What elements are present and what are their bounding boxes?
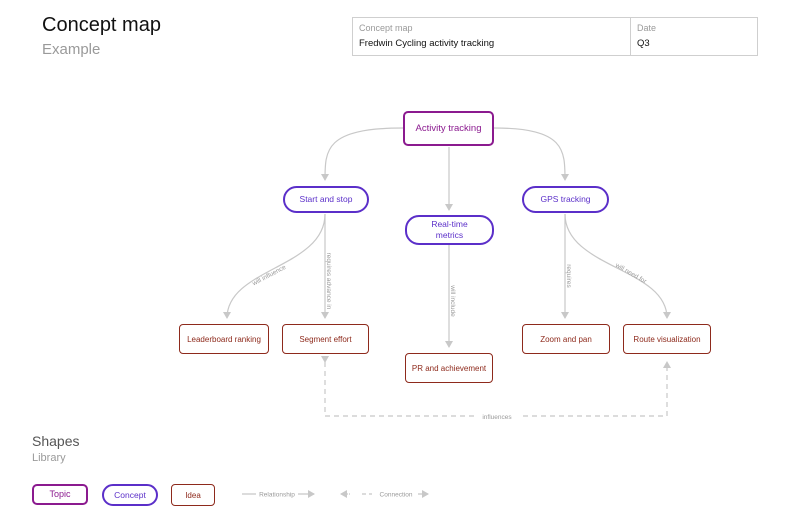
info-cell-concept-map[interactable]: Concept map Fredwin Cycling activity tra… [353, 18, 631, 55]
edge-label-will-need-for: will need for [613, 261, 648, 285]
node-activity-tracking[interactable]: Activity tracking [403, 111, 494, 146]
page-title: Concept map [42, 14, 161, 36]
node-label-line1: Real-time [431, 219, 468, 229]
page-subtitle: Example [42, 41, 101, 58]
library-topic-shape[interactable]: Topic [32, 484, 88, 505]
edge-gps-to-route [564, 213, 671, 319]
edge-label-requires: requires [565, 264, 572, 288]
node-label: Segment effort [299, 334, 352, 344]
info-value[interactable]: Fredwin Cycling activity tracking [359, 38, 495, 49]
node-label: Start and stop [299, 194, 353, 204]
info-table: Concept map Fredwin Cycling activity tra… [352, 17, 758, 56]
library-subtitle: Library [32, 452, 66, 464]
info-value[interactable]: Q3 [637, 38, 650, 49]
edge-topic-to-gps [493, 127, 569, 181]
node-label-line2: metrics [435, 230, 464, 240]
node-label: Leaderboard ranking [187, 334, 261, 344]
library-idea-label: Idea [185, 490, 201, 500]
library-relationship-label: Relationship [259, 492, 295, 499]
node-start-and-stop[interactable]: Start and stop [283, 186, 369, 213]
node-label: Route visualization [633, 334, 701, 344]
library-topic-label: Topic [49, 489, 71, 499]
library-idea-shape[interactable]: Idea [171, 484, 215, 506]
library-concept-shape[interactable]: Concept [102, 484, 158, 506]
info-label: Concept map [359, 23, 413, 33]
node-zoom-and-pan[interactable]: Zoom and pan [522, 324, 610, 354]
edge-label-will-influence: will influence [250, 264, 287, 288]
node-realtime-metrics[interactable]: Real-time metrics [405, 215, 494, 245]
node-segment-effort[interactable]: Segment effort [282, 324, 369, 354]
node-route-visualization[interactable]: Route visualization [623, 324, 711, 354]
node-label: Activity tracking [415, 123, 482, 134]
edge-label-influences: influences [482, 414, 512, 421]
node-label: GPS tracking [540, 194, 591, 204]
node-label: Zoom and pan [540, 334, 592, 344]
info-label: Date [637, 23, 657, 33]
edge-start-to-leaderboard [223, 213, 326, 319]
node-gps-tracking[interactable]: GPS tracking [522, 186, 609, 213]
info-cell-date[interactable]: Date Q3 [631, 18, 757, 55]
edge-label-will-include: will include [449, 284, 456, 317]
library-concept-label: Concept [114, 489, 146, 500]
library-connection-label: Connection [380, 492, 413, 499]
library-title: Shapes [32, 433, 80, 449]
node-leaderboard-ranking[interactable]: Leaderboard ranking [179, 324, 269, 354]
edge-label-requires-advance-in: requires advance in [325, 253, 332, 310]
edge-influences [321, 356, 671, 417]
node-pr-and-achievement[interactable]: PR and achievement [405, 353, 493, 383]
edge-topic-to-start [321, 127, 404, 181]
node-label: PR and achievement [411, 363, 487, 373]
